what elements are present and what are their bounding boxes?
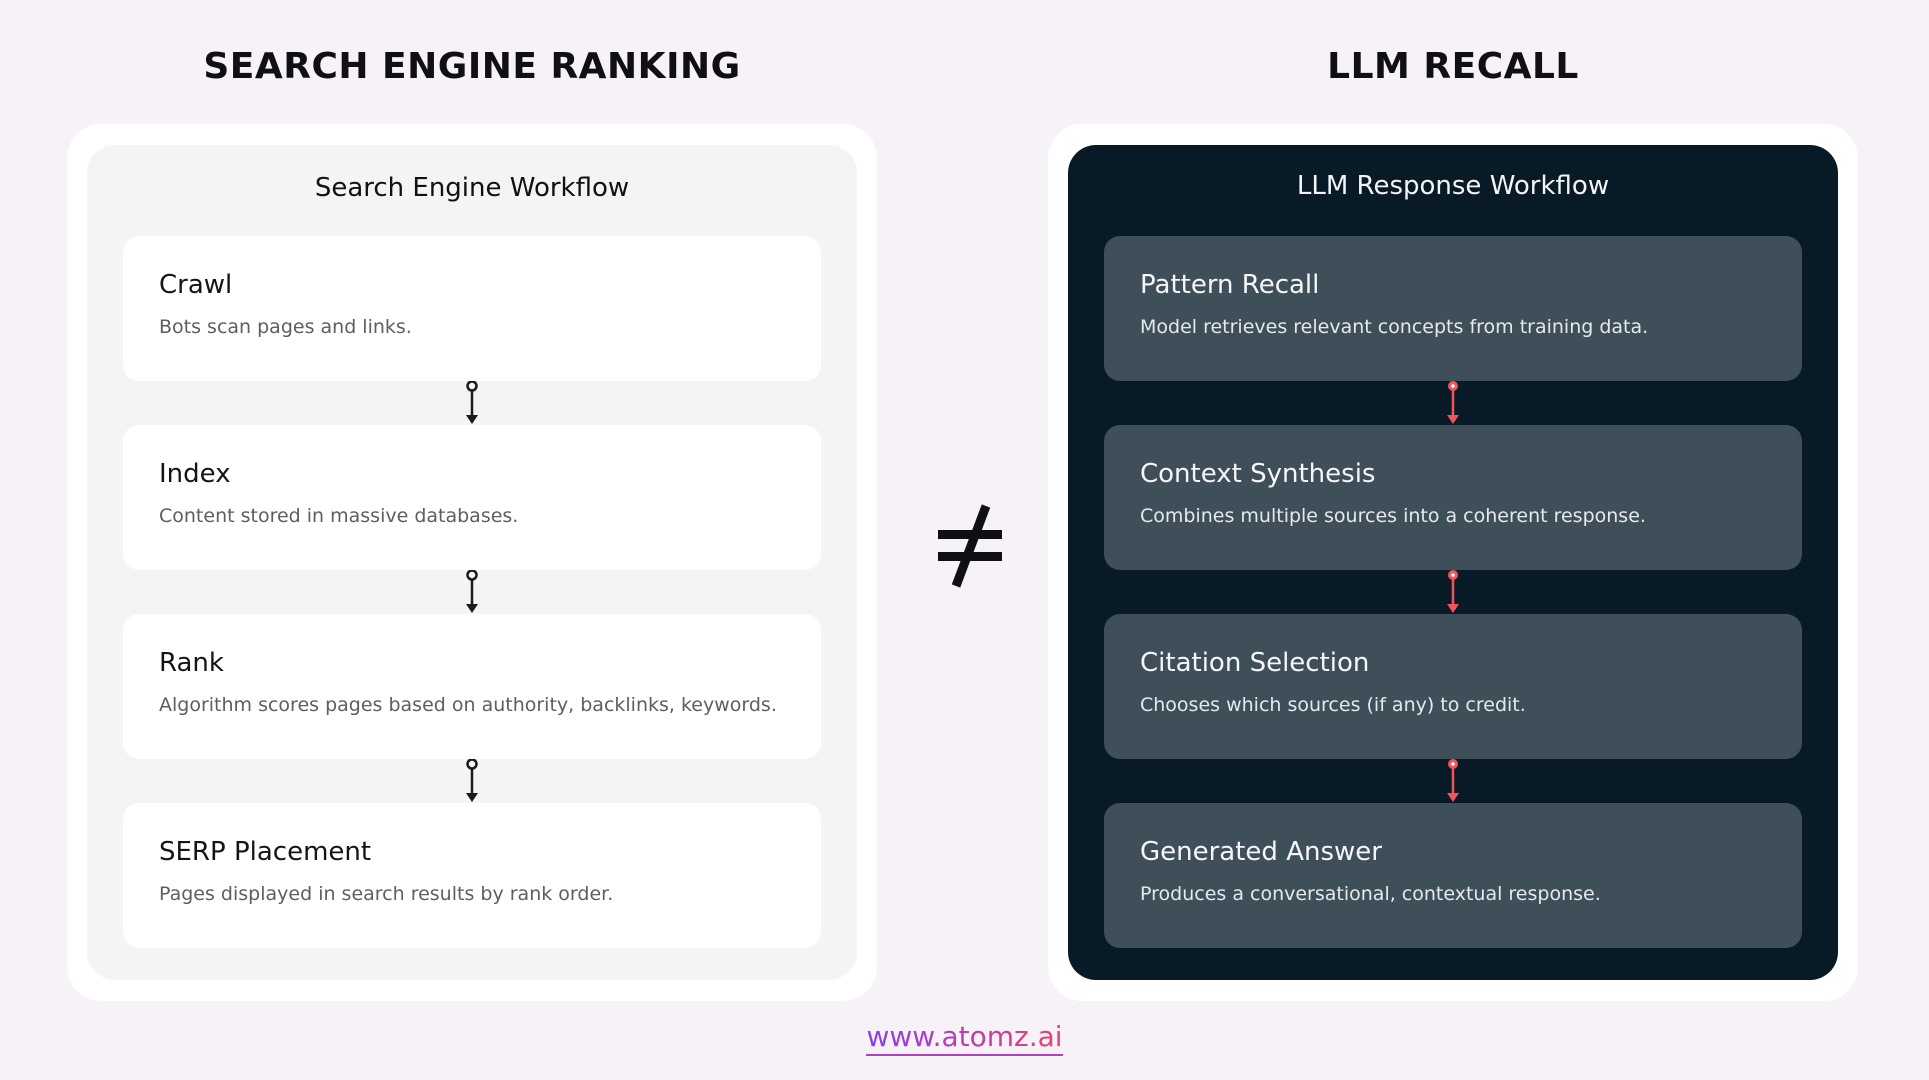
arrow-down-icon (1447, 570, 1459, 613)
step-card: Index Content stored in massive database… (123, 425, 821, 570)
step-title: Generated Answer (1140, 837, 1382, 867)
arrow-down-icon (466, 381, 478, 424)
step-description: Algorithm scores pages based on authorit… (159, 694, 777, 716)
step-card: SERP Placement Pages displayed in search… (123, 803, 821, 948)
step-description: Content stored in massive databases. (159, 505, 519, 527)
step-description: Chooses which sources (if any) to credit… (1140, 694, 1526, 716)
step-card: Context Synthesis Combines multiple sour… (1104, 425, 1802, 570)
footer: www.atomz.ai (0, 1020, 1929, 1056)
not-equal-icon (938, 504, 1002, 588)
arrow-down-icon (1447, 759, 1459, 802)
step-description: Combines multiple sources into a coheren… (1140, 505, 1646, 527)
step-title: Citation Selection (1140, 648, 1370, 678)
step-card: Rank Algorithm scores pages based on aut… (123, 614, 821, 759)
step-title: Rank (159, 648, 224, 678)
panel-title: Search Engine Workflow (314, 173, 630, 203)
step-description: Bots scan pages and links. (159, 316, 412, 338)
step-title: Crawl (159, 270, 233, 300)
arrow-down-icon (466, 759, 478, 802)
arrow-down-icon (466, 570, 478, 613)
left-heading: SEARCH ENGINE RANKING (203, 46, 741, 87)
search-engine-workflow-panel: Search Engine Workflow Crawl Bots scan p… (87, 145, 857, 980)
step-card: Generated Answer Produces a conversation… (1104, 803, 1802, 948)
right-heading: LLM RECALL (1327, 46, 1579, 87)
step-card: Crawl Bots scan pages and links. (123, 236, 821, 381)
step-description: Pages displayed in search results by ran… (159, 883, 614, 905)
step-description: Produces a conversational, contextual re… (1140, 883, 1601, 905)
search-engine-card: Search Engine Workflow Crawl Bots scan p… (67, 124, 877, 1001)
step-title: Pattern Recall (1140, 270, 1320, 300)
step-description: Model retrieves relevant concepts from t… (1140, 316, 1649, 338)
llm-response-workflow-panel: LLM Response Workflow Pattern Recall Mod… (1068, 145, 1838, 980)
panel-title: LLM Response Workflow (1296, 171, 1610, 201)
arrow-down-icon (1447, 381, 1459, 424)
step-card: Citation Selection Chooses which sources… (1104, 614, 1802, 759)
step-title: Context Synthesis (1140, 459, 1376, 489)
step-card: Pattern Recall Model retrieves relevant … (1104, 236, 1802, 381)
footer-url-link[interactable]: www.atomz.ai (866, 1020, 1063, 1056)
llm-recall-card: LLM Response Workflow Pattern Recall Mod… (1048, 124, 1858, 1001)
step-title: Index (159, 459, 231, 489)
step-title: SERP Placement (159, 837, 372, 867)
